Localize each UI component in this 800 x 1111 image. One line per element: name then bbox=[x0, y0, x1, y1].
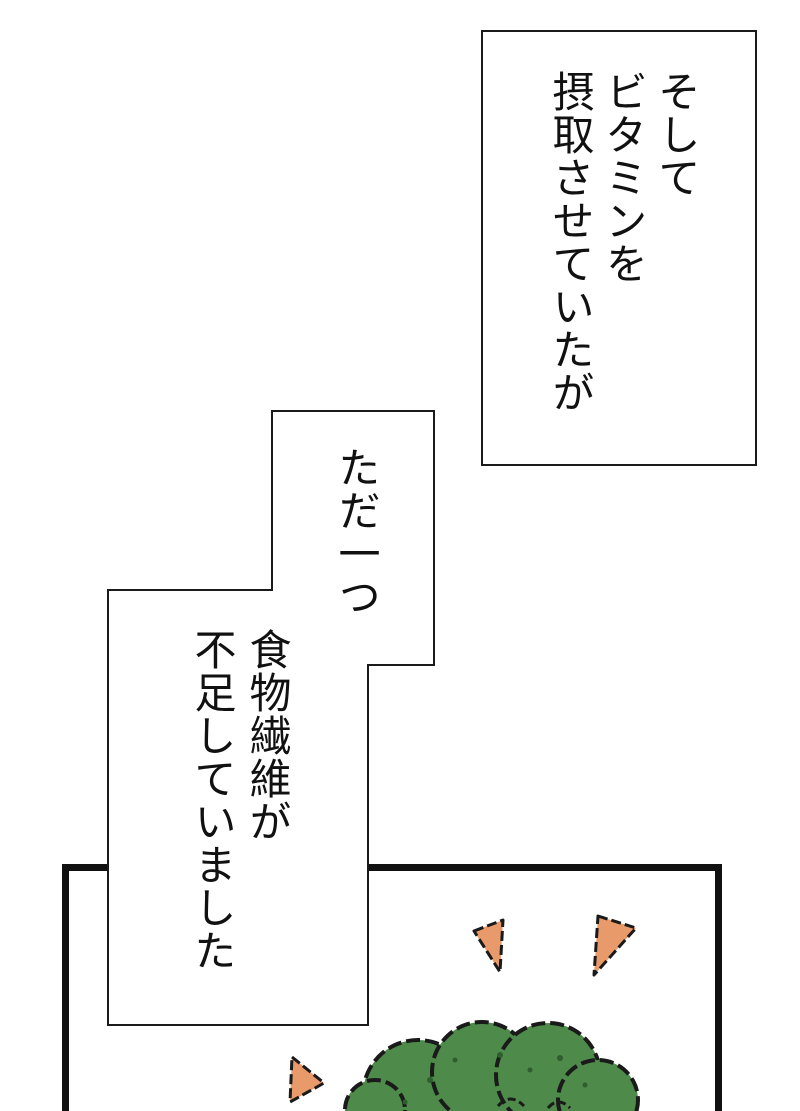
panel-frame bbox=[62, 864, 722, 1111]
caption-2-line-2: 食物繊維が bbox=[243, 628, 292, 843]
caption-2-line-1: ただ一つ bbox=[332, 446, 381, 618]
caption-2-line-3: 不足していました bbox=[188, 628, 237, 972]
caption-1-line-3: 摂取させていたが bbox=[546, 70, 595, 414]
caption-box-1 bbox=[481, 30, 757, 466]
caption-1-line-1: そして bbox=[652, 70, 701, 199]
caption-1-line-2: ビタミンを bbox=[599, 70, 648, 285]
